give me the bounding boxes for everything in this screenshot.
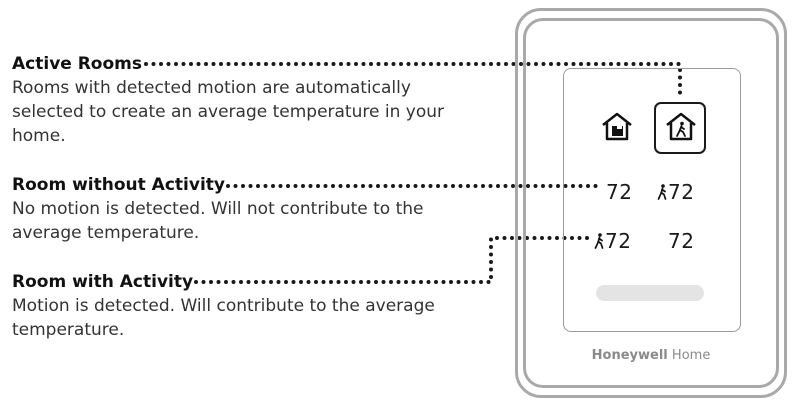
temperature-value: 72 xyxy=(668,229,695,253)
room-temperature: 72 xyxy=(668,230,694,252)
callout-active-rooms: Active Rooms Rooms with detected motion … xyxy=(12,52,452,148)
room-temperature: 72 xyxy=(657,181,694,204)
house-motion-icon xyxy=(664,112,698,146)
brand-name: Honeywell xyxy=(591,348,668,363)
thermostat-inner-frame xyxy=(523,18,779,388)
callout-room-without-activity: Room without Activity No motion is detec… xyxy=(12,173,452,245)
leader-active-rooms xyxy=(144,62,682,98)
leader-room-with-activity xyxy=(194,236,594,284)
callout-description: Rooms with detected motion are automatic… xyxy=(12,78,444,146)
temperature-value: 72 xyxy=(668,180,695,204)
callout-title: Room with Activity xyxy=(12,272,194,292)
house-room-icon[interactable] xyxy=(600,112,634,146)
callout-title: Active Rooms xyxy=(12,54,142,74)
callout-room-with-activity: Room with Activity Motion is detected. W… xyxy=(12,270,452,342)
temperature-value: 72 xyxy=(605,229,632,253)
room-temperature: 72 xyxy=(594,230,631,253)
brand-suffix: Home xyxy=(671,348,711,363)
walking-person-icon xyxy=(594,231,604,253)
screen-bottom-bar xyxy=(596,285,704,301)
callout-title: Room without Activity xyxy=(12,175,225,195)
temperature-value: 72 xyxy=(606,180,633,204)
thermostat-screen xyxy=(563,68,741,332)
walking-person-icon xyxy=(657,182,667,204)
brand-logo: Honeywell Home xyxy=(540,348,762,363)
selected-room-button[interactable] xyxy=(654,102,706,154)
callout-description: No motion is detected. Will not contribu… xyxy=(12,199,424,243)
room-temperature: 72 xyxy=(606,181,632,203)
thermostat-outer-frame xyxy=(515,8,787,398)
callout-description: Motion is detected. Will contribute to t… xyxy=(12,296,435,340)
